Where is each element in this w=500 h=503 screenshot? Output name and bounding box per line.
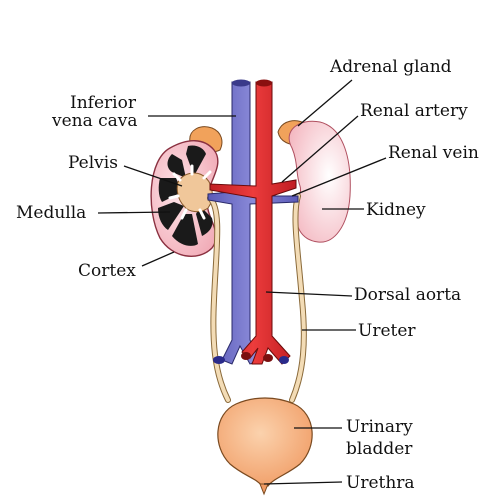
label-renal-vein: Renal vein: [388, 143, 479, 163]
label-adrenal-gland: Adrenal gland: [329, 57, 452, 77]
dorsal-aorta: [209, 79, 297, 365]
medulla-pyramid: [158, 202, 184, 230]
label-urinary-bladder-line1: Urinary: [346, 417, 413, 437]
leader-pelvis: [123, 165, 183, 187]
label-inferior-vena-cava-line1: Inferior: [70, 93, 137, 113]
leader-renal-vein: [291, 157, 387, 197]
urinary-bladder: [217, 397, 313, 487]
label-medulla: Medulla: [16, 203, 86, 223]
renal-pelvis: [176, 172, 213, 213]
leader-renal-artery: [281, 115, 359, 183]
label-dorsal-aorta: Dorsal aorta: [354, 285, 461, 305]
label-inferior-vena-cava-line2: vena cava: [51, 111, 138, 131]
kidney-section-left: [150, 140, 219, 257]
urethra: [259, 483, 269, 496]
medulla-pyramid: [167, 154, 186, 178]
leader-adrenal-gland: [297, 79, 353, 127]
label-urinary-bladder-line2: bladder: [346, 439, 413, 459]
label-pelvis: Pelvis: [68, 153, 118, 173]
leader-cortex: [141, 251, 175, 267]
leader-dorsal-aorta: [265, 291, 353, 297]
leader-urethra: [263, 481, 343, 485]
inferior-vena-cava: [207, 79, 299, 365]
medulla-pyramid: [186, 145, 206, 176]
leader-medulla: [97, 211, 171, 214]
calyx-lines: [168, 164, 212, 220]
label-renal-artery: Renal artery: [360, 101, 468, 121]
label-cortex: Cortex: [78, 261, 136, 281]
label-urethra: Urethra: [346, 473, 415, 493]
label-ureter: Ureter: [358, 321, 416, 341]
medulla-pyramid: [172, 214, 198, 246]
kidney-right: [288, 120, 351, 243]
label-kidney: Kidney: [366, 200, 426, 220]
